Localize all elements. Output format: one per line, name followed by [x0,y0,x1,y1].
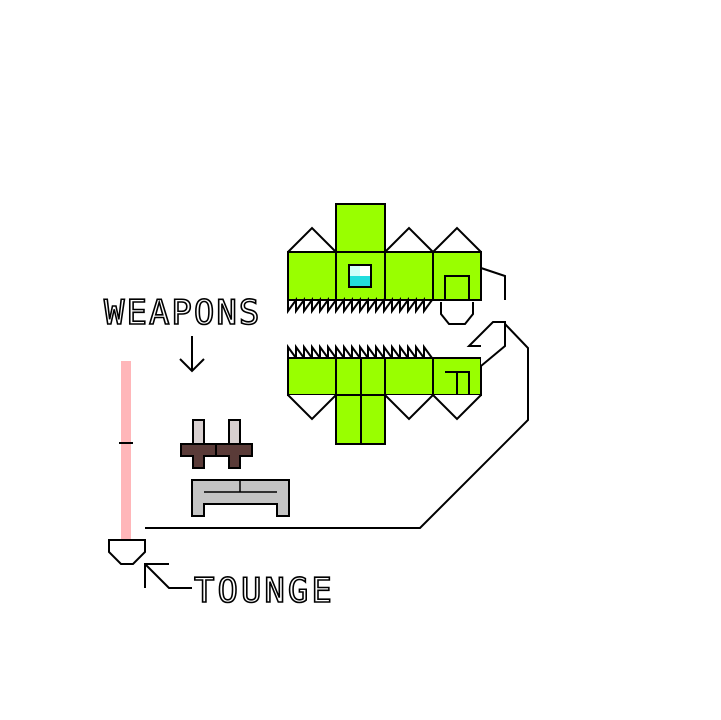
lower-head-piece [287,321,506,445]
lower-teeth [287,343,433,362]
lower-tab-left [287,394,337,421]
tongue [108,361,146,565]
weapon-grey-bar [191,479,290,517]
weapon-pair-dark [180,419,253,469]
upper-tab-right [432,226,482,253]
tongue-text: TOUNGE [194,571,335,611]
weapons-text: WEAPONS [104,293,261,333]
tongue-tip [108,539,146,565]
lower-tab-mid [384,394,434,421]
connector-line [145,323,529,529]
up-left-arrow-icon [144,563,192,589]
upper-top-flap [335,203,386,254]
weapons-label: WEAPONS [103,292,261,334]
upper-tab-mid [384,226,434,253]
tongue-stick [121,361,131,540]
upper-head-piece [287,203,506,325]
down-arrow-icon [179,336,205,373]
lower-tab-right [432,394,482,421]
upper-teeth [287,296,433,315]
upper-tab-left [287,226,337,253]
eye-highlight [350,266,360,276]
